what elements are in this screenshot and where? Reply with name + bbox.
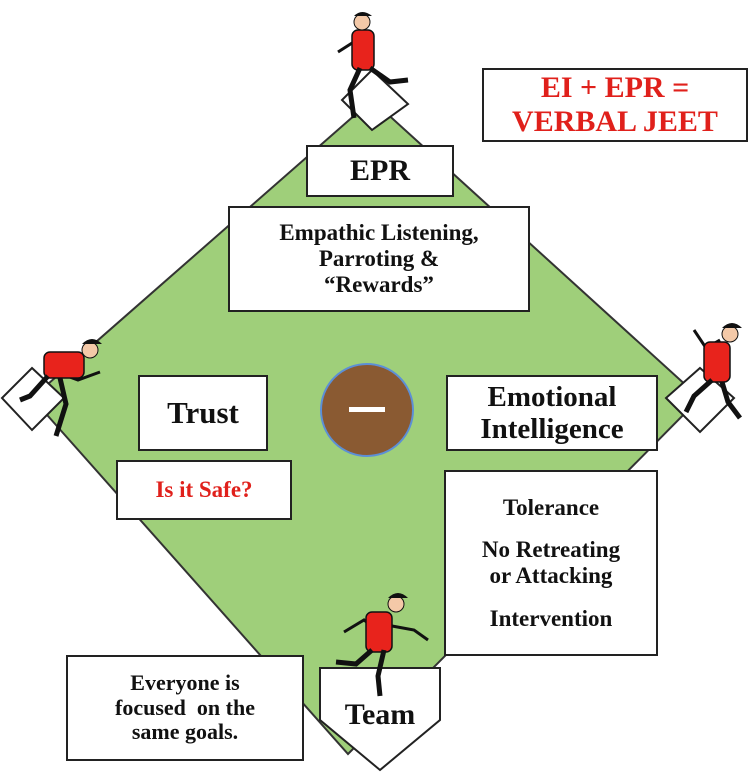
ei-item-no-retreating: No Retreating: [481, 537, 621, 563]
ei-label-line-1: Emotional: [487, 380, 617, 413]
epr-label: EPR: [350, 154, 410, 188]
trust-label-box: Trust: [138, 375, 268, 451]
team-note-box: Everyone is focused on the same goals.: [66, 655, 304, 761]
ei-item-or-attacking: or Attacking: [489, 563, 613, 588]
ei-item-intervention: Intervention: [489, 605, 613, 631]
formula-line-1: EI + EPR =: [540, 71, 690, 105]
trust-question: Is it Safe?: [155, 477, 253, 503]
epr-detail-2: Parroting &: [318, 246, 440, 272]
formula-box: EI + EPR = VERBAL JEET: [482, 68, 748, 142]
pitchers-rubber: [349, 407, 385, 412]
epr-label-box: EPR: [306, 145, 454, 197]
runner-figure-first: [683, 323, 742, 420]
ei-item-tolerance: Tolerance: [502, 494, 600, 520]
team-note-line-1: Everyone is: [130, 670, 240, 696]
trust-question-box: Is it Safe?: [116, 460, 292, 520]
runner-figure-home: [335, 593, 429, 697]
ei-label-box: Emotional Intelligence: [446, 375, 658, 451]
ei-items-box: Tolerance No Retreating or Attacking Int…: [444, 470, 658, 656]
ei-item-retreat-group: No Retreating or Attacking: [482, 537, 620, 589]
formula-line-2: VERBAL JEET: [512, 105, 718, 138]
ei-label-line-2: Intelligence: [480, 413, 624, 445]
runner-figure-second: [337, 12, 409, 119]
team-label: Team: [344, 698, 416, 731]
epr-details-box: Empathic Listening, Parroting & “Rewards…: [228, 206, 530, 312]
epr-detail-3: “Rewards”: [324, 271, 434, 297]
third-base: [0, 366, 66, 432]
team-note-line-3: same goals.: [131, 719, 239, 745]
home-plate: [319, 667, 441, 772]
team-note-line-2: focused on the: [115, 694, 255, 720]
trust-label: Trust: [167, 394, 239, 430]
epr-detail-1: Empathic Listening,: [279, 220, 479, 246]
runner-figure-third: [19, 339, 102, 437]
